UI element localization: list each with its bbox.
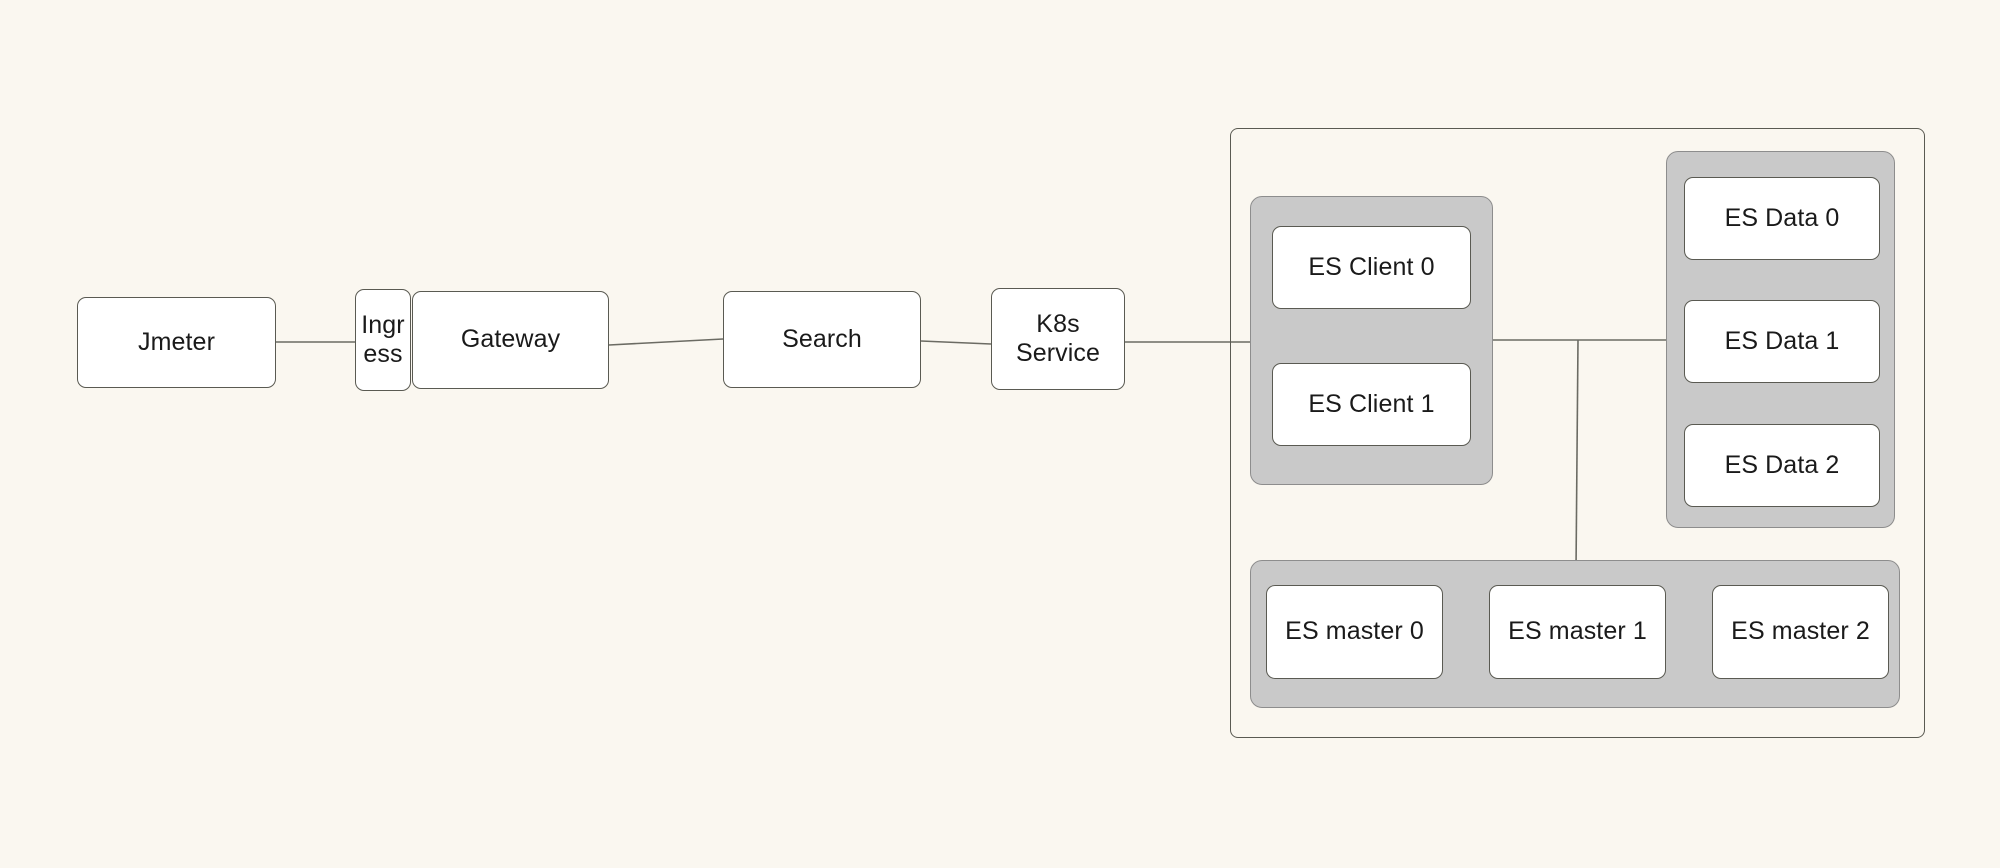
node-k8s-service-label: K8s Service [1015, 309, 1101, 368]
node-k8s-service[interactable]: K8s Service [991, 288, 1125, 390]
node-es-master-1[interactable]: ES master 1 [1489, 585, 1666, 679]
node-es-client-1[interactable]: ES Client 1 [1272, 363, 1471, 446]
node-es-master-0[interactable]: ES master 0 [1266, 585, 1443, 679]
node-search-label: Search [782, 324, 862, 353]
node-es-client-0[interactable]: ES Client 0 [1272, 226, 1471, 309]
node-es-data-0-label: ES Data 0 [1724, 203, 1840, 232]
node-es-master-2[interactable]: ES master 2 [1712, 585, 1889, 679]
node-es-master-0-label: ES master 0 [1285, 617, 1424, 646]
edge-search-k8sservice [920, 340, 992, 345]
node-es-data-2[interactable]: ES Data 2 [1684, 424, 1880, 507]
node-es-client-1-label: ES Client 1 [1308, 389, 1435, 418]
node-ingress[interactable]: Ingress [355, 289, 411, 391]
edge-esclient-esmaster [1575, 339, 1579, 571]
node-gateway-label: Gateway [460, 325, 561, 354]
node-gateway[interactable]: Gateway [412, 291, 609, 389]
node-jmeter-label: Jmeter [137, 327, 215, 356]
node-es-data-1-label: ES Data 1 [1724, 326, 1840, 355]
node-es-data-1[interactable]: ES Data 1 [1684, 300, 1880, 383]
edge-gateway-search [608, 338, 724, 346]
node-es-data-2-label: ES Data 2 [1724, 450, 1840, 479]
node-es-master-2-label: ES master 2 [1731, 617, 1870, 646]
k8s-cluster-frame [1230, 128, 1925, 738]
node-es-master-1-label: ES master 1 [1508, 617, 1647, 646]
node-search[interactable]: Search [723, 291, 921, 388]
node-jmeter[interactable]: Jmeter [77, 297, 276, 388]
node-es-data-0[interactable]: ES Data 0 [1684, 177, 1880, 260]
node-es-client-0-label: ES Client 0 [1308, 252, 1435, 281]
node-ingress-label: Ingress [361, 310, 405, 369]
